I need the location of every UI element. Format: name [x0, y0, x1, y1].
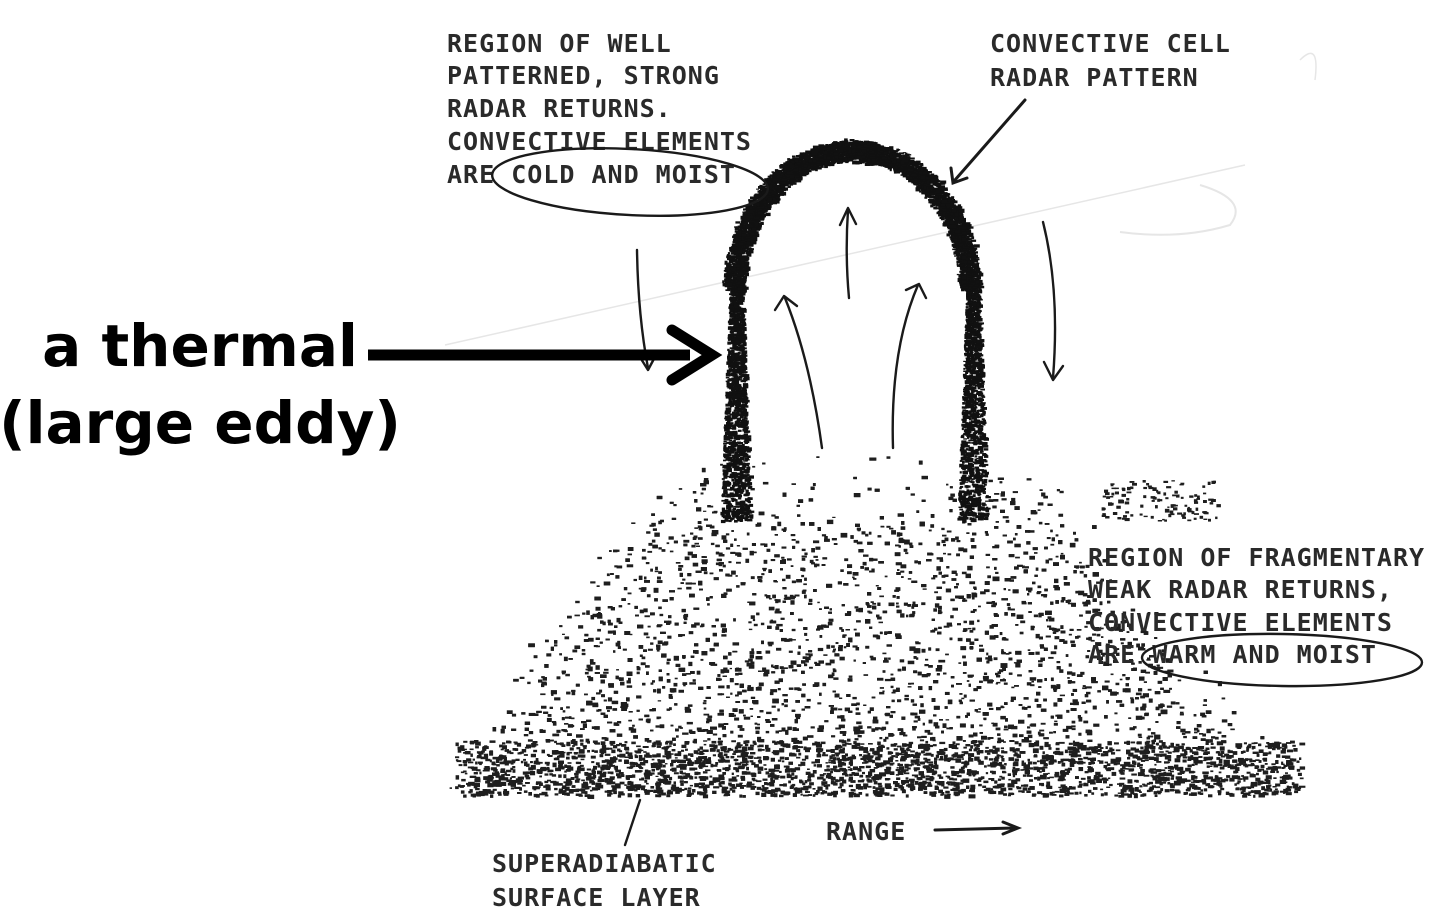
surface-layer-label: SUPERADIABATIC SURFACE LAYER	[492, 800, 717, 910]
label-line: RADAR RETURNS.	[447, 94, 672, 123]
label-line: CONVECTIVE ELEMENTS	[1088, 608, 1393, 637]
updraft-arrow	[893, 284, 926, 448]
cell-pointer-arrow	[951, 100, 1025, 183]
label-line: ARE WARM AND MOIST	[1088, 640, 1377, 669]
label-line: RADAR PATTERN	[990, 63, 1199, 92]
downdraft-arrow	[1043, 222, 1063, 380]
weak-region-label: REGION OF FRAGMENTARY WEAK RADAR RETURNS…	[1088, 543, 1425, 669]
range-label: RANGE	[826, 817, 906, 846]
convective-cell-label: CONVECTIVE CELL RADAR PATTERN	[990, 29, 1231, 92]
label-line: REGION OF FRAGMENTARY	[1088, 543, 1425, 572]
callout-line-1: a thermal	[42, 312, 358, 380]
label-line: WEAK RADAR RETURNS,	[1088, 575, 1393, 604]
callout-arrow	[368, 330, 712, 380]
label-line: REGION OF WELL	[447, 29, 672, 58]
label-line: CONVECTIVE CELL	[990, 29, 1231, 58]
label-line: CONVECTIVE ELEMENTS	[447, 127, 752, 156]
label-line: ARE COLD AND MOIST	[447, 160, 736, 189]
strong-region-label: REGION OF WELL PATTERNED, STRONG RADAR R…	[447, 29, 752, 189]
label-line: SUPERADIABATIC	[492, 849, 717, 878]
label-line: PATTERNED, STRONG	[447, 61, 720, 90]
callout-line-2: (large eddy)	[0, 389, 401, 457]
range-axis-label: RANGE	[826, 817, 1018, 846]
convective-cell-stipple	[720, 138, 991, 523]
updraft-arrow	[775, 296, 822, 448]
flow-arrows	[637, 208, 1063, 448]
label-line: SURFACE LAYER	[492, 883, 701, 910]
thermal-callout: a thermal (large eddy)	[0, 312, 712, 457]
surface-layer-pointer	[625, 800, 640, 845]
